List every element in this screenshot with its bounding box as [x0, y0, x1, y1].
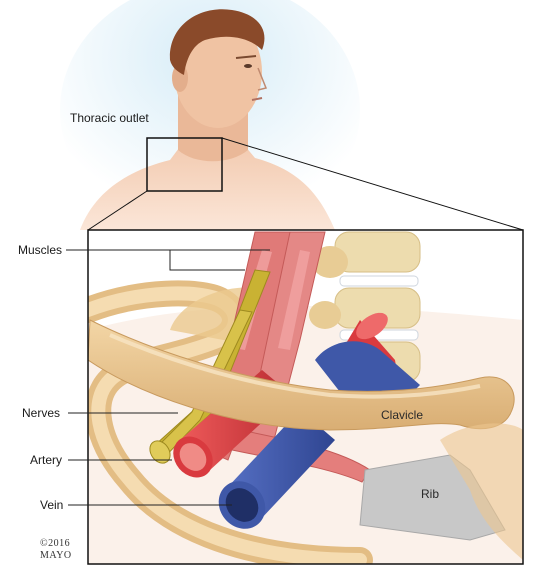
zoom-line-left [87, 190, 148, 231]
clavicle-bone [88, 319, 515, 431]
inset-frame [87, 229, 524, 565]
vein-upper [315, 341, 420, 400]
muscles-leader [66, 249, 245, 271]
label-rib: Rib [421, 487, 440, 501]
hair [169, 9, 265, 75]
sternum-edge [440, 423, 523, 560]
label-thoracic-outlet: Thoracic outlet [70, 111, 149, 125]
copyright-owner: MAYO [40, 550, 72, 561]
vein-tube [218, 410, 335, 529]
leader-lines [66, 249, 270, 506]
label-artery: Artery [30, 453, 63, 467]
inset-anatomy [88, 230, 523, 564]
man-figure [80, 9, 335, 230]
zoom-line-right [221, 137, 524, 231]
nose [257, 67, 268, 91]
shoulders [80, 140, 335, 230]
label-vein: Vein [40, 498, 64, 512]
mouth [251, 97, 263, 101]
copyright-year: ©2016 [40, 538, 71, 549]
label-muscles: Muscles [18, 243, 63, 257]
label-nerves: Nerves [22, 406, 61, 420]
label-clavicle: Clavicle [381, 408, 424, 422]
eyebrow [235, 55, 257, 59]
callout-box [146, 137, 223, 192]
copyright-mark: ©2016 MAYO [40, 538, 72, 562]
eye [244, 64, 252, 68]
